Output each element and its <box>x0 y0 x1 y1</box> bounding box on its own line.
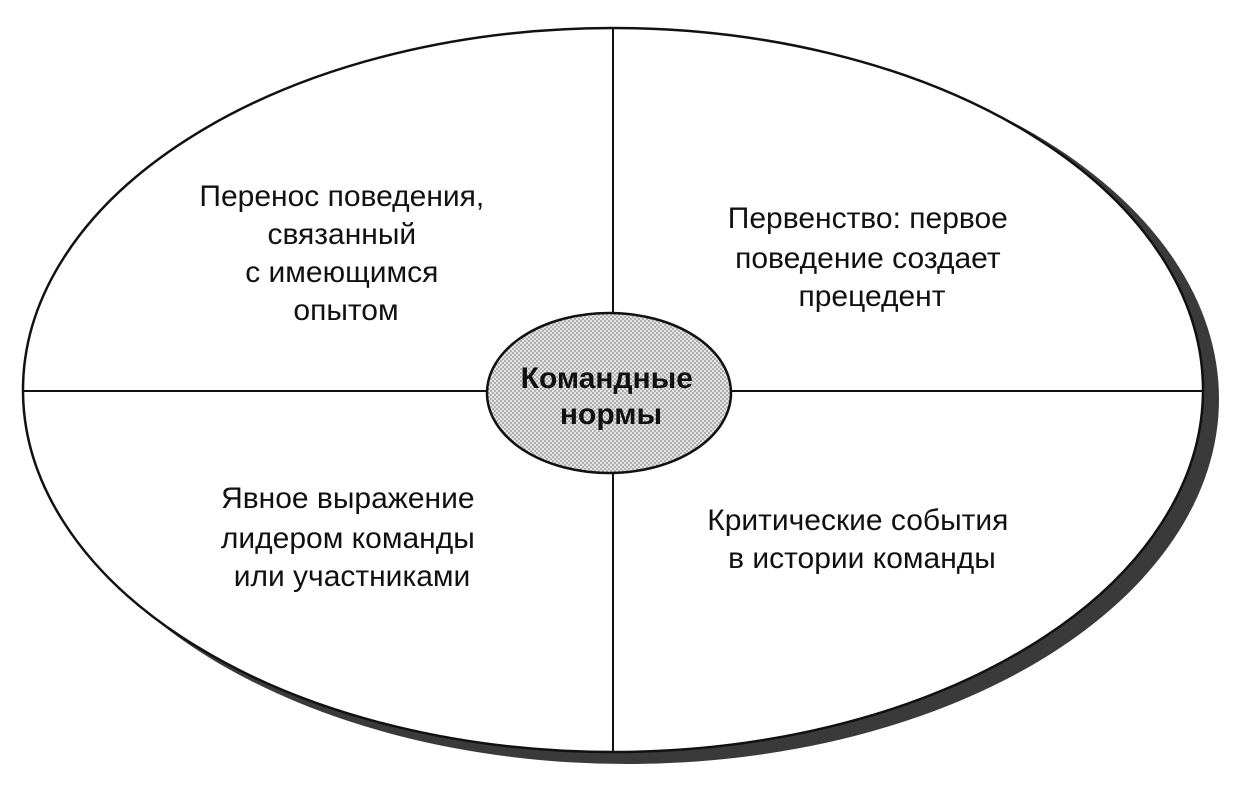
center-label-line: нормы <box>560 398 662 431</box>
quadrant-text-line: опытом <box>293 294 398 327</box>
quadrant-text-line: Критические события <box>707 504 1008 537</box>
quadrant-top-right-text: Первенство: первое поведение создает пре… <box>728 202 1016 313</box>
center-label: Командные нормы <box>521 362 702 431</box>
quadrant-text-line: или участниками <box>234 560 471 593</box>
quadrant-top-left-text: Перенос поведения, связанный с имеющимся… <box>199 180 492 327</box>
quadrant-bottom-right-text: Критические события в истории команды <box>707 504 1017 575</box>
quadrant-text-line: Перенос поведения, <box>199 180 484 213</box>
center-ellipse <box>485 311 733 475</box>
quadrant-text-line: лидером команды <box>221 522 475 555</box>
center-label-line: Командные <box>521 362 693 395</box>
quadrant-text-line: Первенство: первое <box>728 202 1008 235</box>
quadrant-text-line: с имеющимся <box>245 256 438 289</box>
quadrant-text-line: в истории команды <box>728 542 996 575</box>
quadrant-text-line: поведение создает <box>735 242 1001 275</box>
quadrant-text-line: Явное выражение <box>221 482 475 515</box>
quadrant-text-line: прецедент <box>799 280 946 313</box>
quadrant-text-line: связанный <box>267 218 416 251</box>
quadrant-bottom-left-text: Явное выражение лидером команды или учас… <box>221 482 483 593</box>
